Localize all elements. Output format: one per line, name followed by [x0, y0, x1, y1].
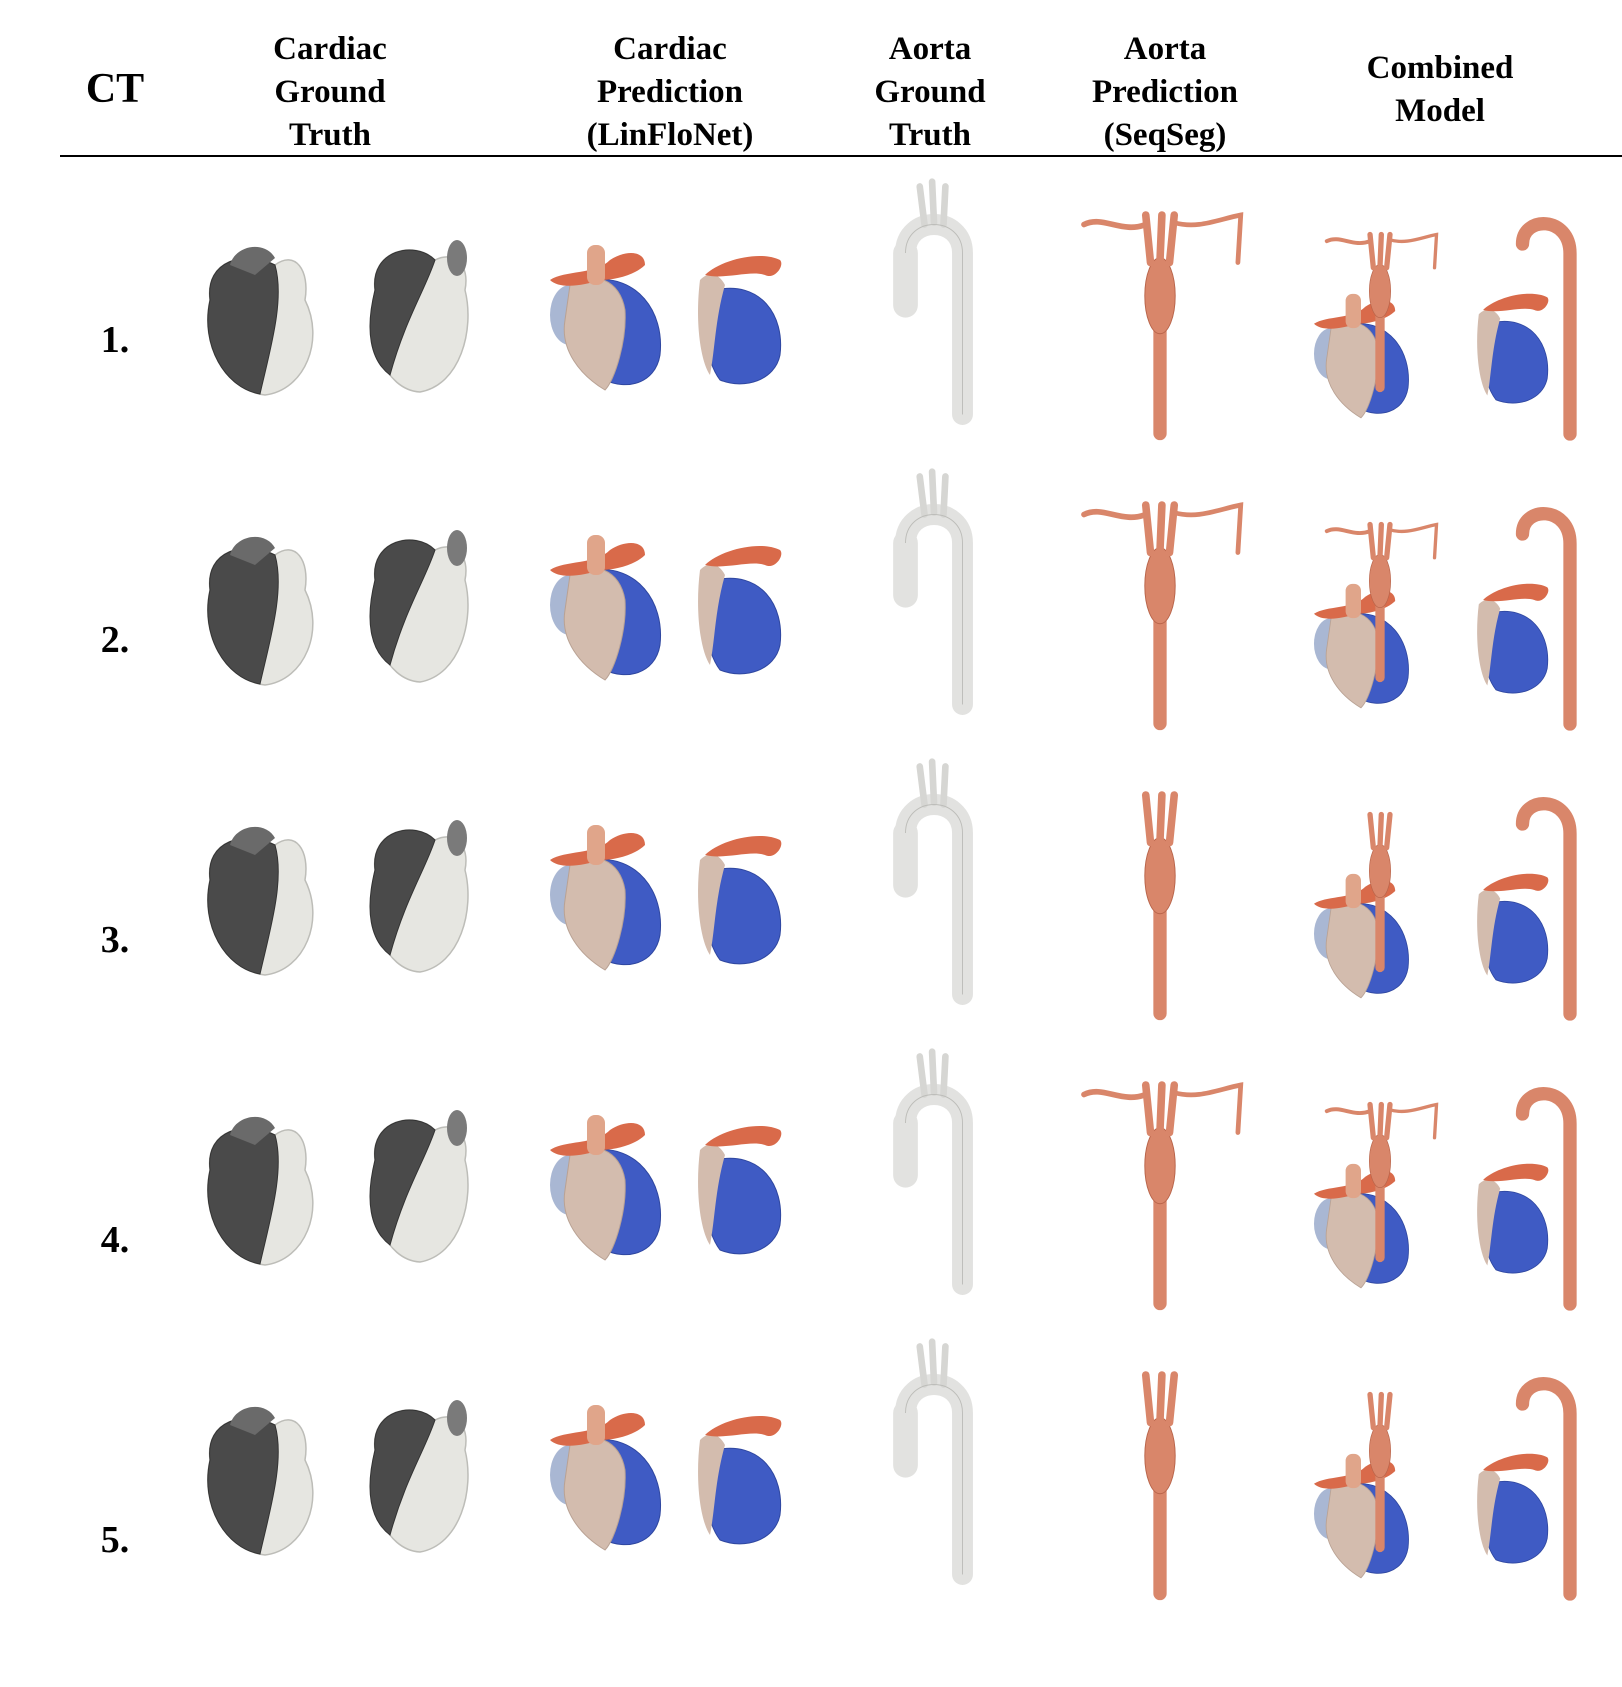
cardiac-ground-truth-a-row-1 — [207, 246, 314, 396]
cardiac-prediction-b-row-5 — [698, 1415, 782, 1545]
cardiac-prediction-a-row-1 — [550, 245, 662, 391]
header-rule — [60, 155, 1622, 157]
cardiac-prediction-a-row-3 — [550, 825, 662, 971]
cardiac-prediction-b-row-1 — [698, 255, 782, 385]
aorta-prediction-row-4 — [1081, 1081, 1244, 1311]
aorta-ground-truth-row-3 — [893, 758, 973, 1005]
cardiac-prediction-a-row-5 — [550, 1405, 662, 1551]
combined-model-row-4 — [1313, 1087, 1577, 1311]
cardiac-ground-truth-a-row-5 — [207, 1406, 314, 1556]
row-label-5: 5. — [100, 1519, 130, 1561]
aorta-prediction-row-5 — [1141, 1371, 1179, 1601]
cardiac-ground-truth-b-row-4 — [369, 1110, 469, 1263]
cardiac-ground-truth-a-row-2 — [207, 536, 314, 686]
row-label-4: 4. — [100, 1219, 130, 1261]
cardiac-prediction-b-row-4 — [698, 1125, 782, 1255]
combined-model-row-3 — [1313, 797, 1577, 1021]
aorta-prediction-row-2 — [1081, 501, 1244, 731]
row-label-1: 1. — [100, 319, 130, 361]
combined-model-row-2 — [1313, 507, 1577, 731]
aorta-prediction-row-3 — [1141, 791, 1179, 1021]
cardiac-prediction-b-row-2 — [698, 545, 782, 675]
header-aorta-prediction: Aorta Prediction (SeqSeg) — [1091, 31, 1239, 153]
aorta-ground-truth-row-5 — [893, 1338, 973, 1585]
row-label-2: 2. — [100, 619, 130, 661]
header-combined-model: Combined Model — [1366, 50, 1514, 129]
combined-model-row-1 — [1313, 217, 1577, 441]
aorta-prediction-row-1 — [1081, 211, 1244, 441]
header-aorta-ground-truth: Aorta Ground Truth — [874, 31, 986, 153]
cardiac-ground-truth-b-row-2 — [369, 530, 469, 683]
cardiac-ground-truth-b-row-1 — [369, 240, 469, 393]
aorta-ground-truth-row-4 — [893, 1048, 973, 1295]
cardiac-ground-truth-b-row-3 — [369, 820, 469, 973]
aorta-ground-truth-row-1 — [893, 178, 973, 425]
header-cardiac-prediction: Cardiac Prediction (LinFloNet) — [586, 31, 754, 153]
cardiac-prediction-a-row-4 — [550, 1115, 662, 1261]
cardiac-ground-truth-b-row-5 — [369, 1400, 469, 1553]
cardiac-prediction-a-row-2 — [550, 535, 662, 681]
combined-model-row-5 — [1313, 1377, 1577, 1601]
aorta-ground-truth-row-2 — [893, 468, 973, 715]
header-cardiac-ground-truth: Cardiac Ground Truth — [273, 31, 387, 153]
cardiac-prediction-b-row-3 — [698, 835, 782, 965]
cardiac-ground-truth-a-row-3 — [207, 826, 314, 976]
row-label-3: 3. — [100, 919, 130, 961]
header-ct: CT — [85, 66, 145, 112]
cardiac-ground-truth-a-row-4 — [207, 1116, 314, 1266]
